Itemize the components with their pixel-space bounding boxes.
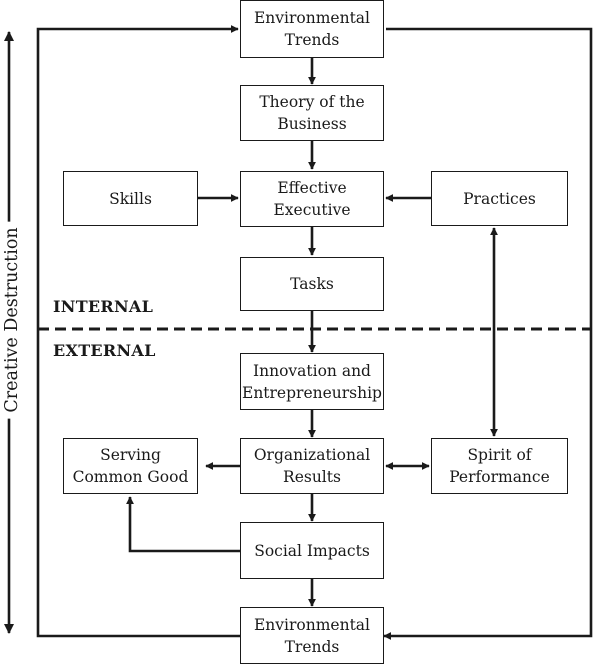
- creative-destruction-label: Creative Destruction: [2, 221, 22, 419]
- node-line: Organizational: [253, 446, 371, 464]
- external-label: EXTERNAL: [53, 341, 156, 360]
- node-line: Serving: [100, 446, 161, 464]
- node-line: Trends: [284, 31, 340, 49]
- node-line: Executive: [273, 201, 351, 219]
- node-line: Trends: [284, 637, 340, 656]
- node-line: Environmental: [253, 9, 370, 27]
- node-line: Skills: [109, 189, 152, 208]
- node-line: Practices: [463, 189, 536, 208]
- node-spirit-of-performance: Spirit of Performance: [431, 438, 568, 494]
- node-line: Common Good: [72, 468, 189, 486]
- node-line: Social Impacts: [254, 541, 370, 560]
- node-line: Entrepreneurship: [242, 383, 382, 402]
- node-line: Innovation and: [252, 361, 371, 380]
- node-line: Effective: [277, 179, 347, 197]
- node-line: Spirit of: [467, 446, 532, 464]
- node-social-impacts: Social Impacts: [240, 522, 384, 579]
- internal-label: INTERNAL: [53, 297, 154, 316]
- arrow-social-serving: [126, 496, 240, 553]
- node-line: Performance: [449, 468, 550, 486]
- node-line: Tasks: [290, 275, 334, 293]
- node-line: Environmental: [253, 615, 370, 634]
- node-tasks: Tasks: [240, 257, 384, 311]
- node-practices: Practices: [431, 171, 568, 226]
- node-skills: Skills: [63, 171, 198, 226]
- node-line: Business: [277, 115, 347, 133]
- feedback-loop: [36, 25, 593, 640]
- node-line: Theory of the: [259, 93, 365, 111]
- node-line: Results: [283, 468, 341, 486]
